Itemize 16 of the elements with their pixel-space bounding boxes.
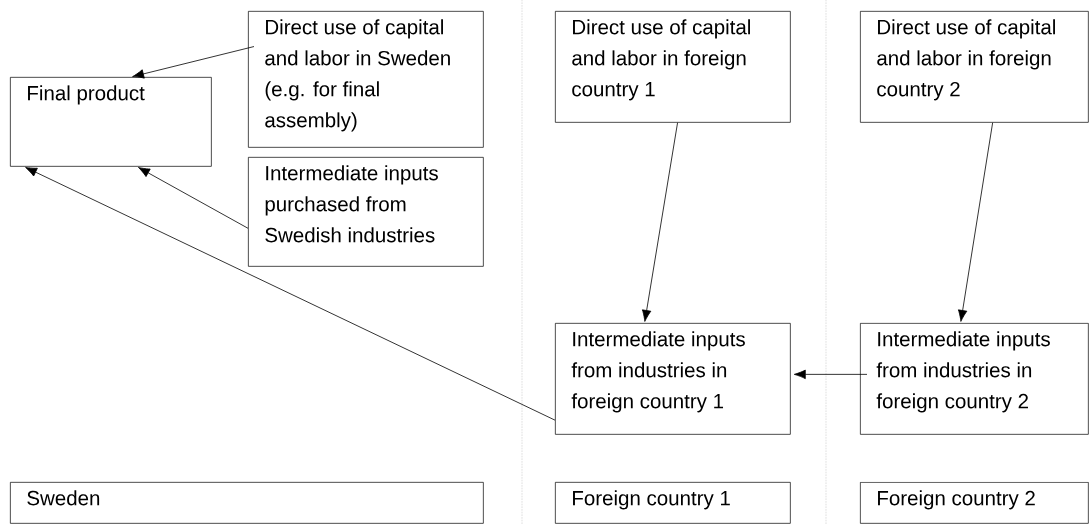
arrow — [138, 167, 249, 229]
text-box: Foreign country 1 — [555, 482, 791, 524]
text-box: Direct use of capital and labor in foreign country 2 — [860, 11, 1089, 123]
text-box: Direct use of capital and labor in Sweden (e.g. for final assembly) — [248, 11, 484, 148]
text-box: Intermediate inputs from industries in foreign country 1 — [555, 323, 791, 435]
text-box: Intermediate inputs purchased from Swedish industries — [248, 157, 484, 267]
text-box: Final product — [10, 77, 212, 167]
text-box: Direct use of capital and labor in foreign country 1 — [555, 11, 791, 123]
text-box: Sweden — [10, 482, 484, 524]
arrow — [793, 369, 868, 380]
arrow — [642, 122, 678, 322]
arrow — [25, 167, 556, 421]
arrow — [132, 46, 255, 79]
arrow — [958, 122, 994, 322]
text-box: Foreign country 2 — [860, 482, 1089, 524]
text-box: Intermediate inputs from industries in foreign country 2 — [860, 323, 1089, 435]
